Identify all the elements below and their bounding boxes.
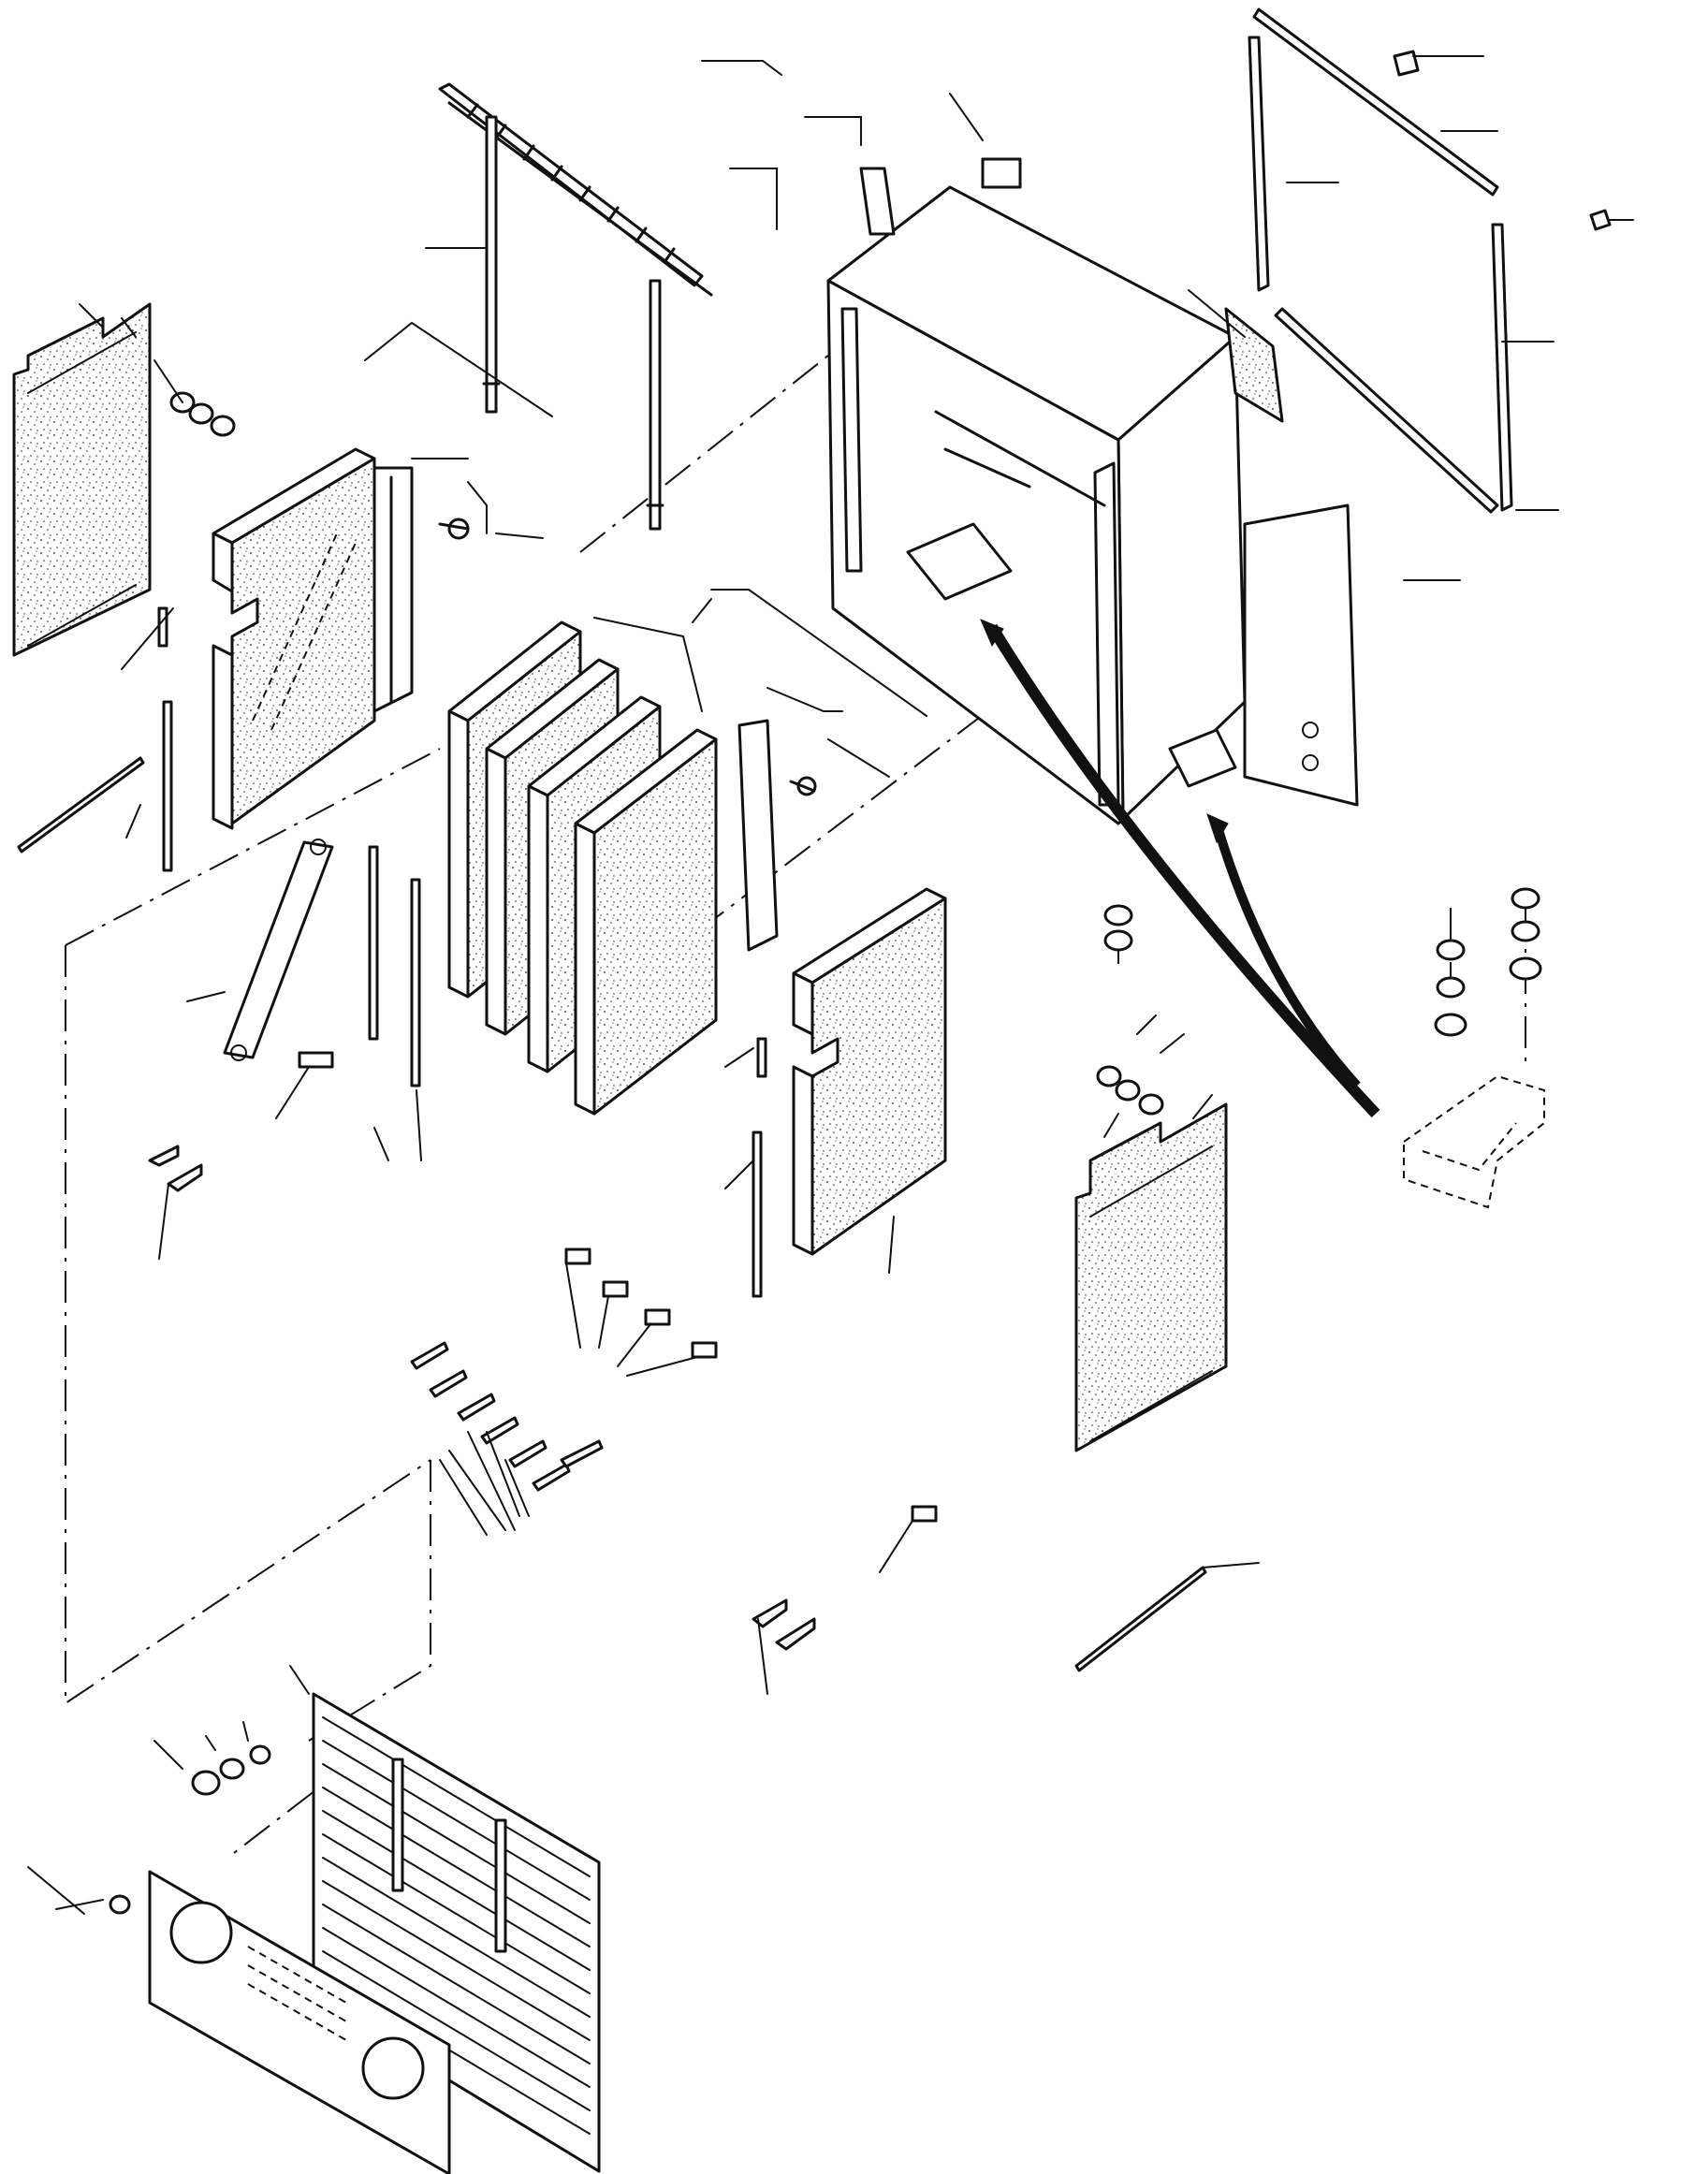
side-rail — [372, 466, 470, 713]
fasteners — [109, 391, 1542, 1915]
frame-strips — [1248, 7, 1612, 514]
strips-left — [17, 606, 421, 1087]
right-foam-block — [792, 887, 947, 1256]
hose-bundle — [980, 619, 1380, 1118]
leader-lines — [27, 55, 1634, 1915]
center-rail — [737, 719, 817, 952]
small-clips — [148, 1037, 1207, 1672]
left-door-panel — [12, 302, 152, 657]
top-bracket-with-studs — [438, 82, 713, 531]
left-foam-block — [212, 447, 376, 830]
front-grille — [312, 1692, 601, 2173]
front-cover-plate — [148, 1870, 451, 2174]
right-door-panel — [1074, 1102, 1228, 1452]
seal-strips — [410, 1341, 604, 1492]
dashed-mount-bracket — [1403, 1074, 1545, 1209]
filter-stack — [447, 620, 718, 1116]
link-bar — [223, 839, 334, 1061]
housing-box — [826, 157, 1359, 825]
